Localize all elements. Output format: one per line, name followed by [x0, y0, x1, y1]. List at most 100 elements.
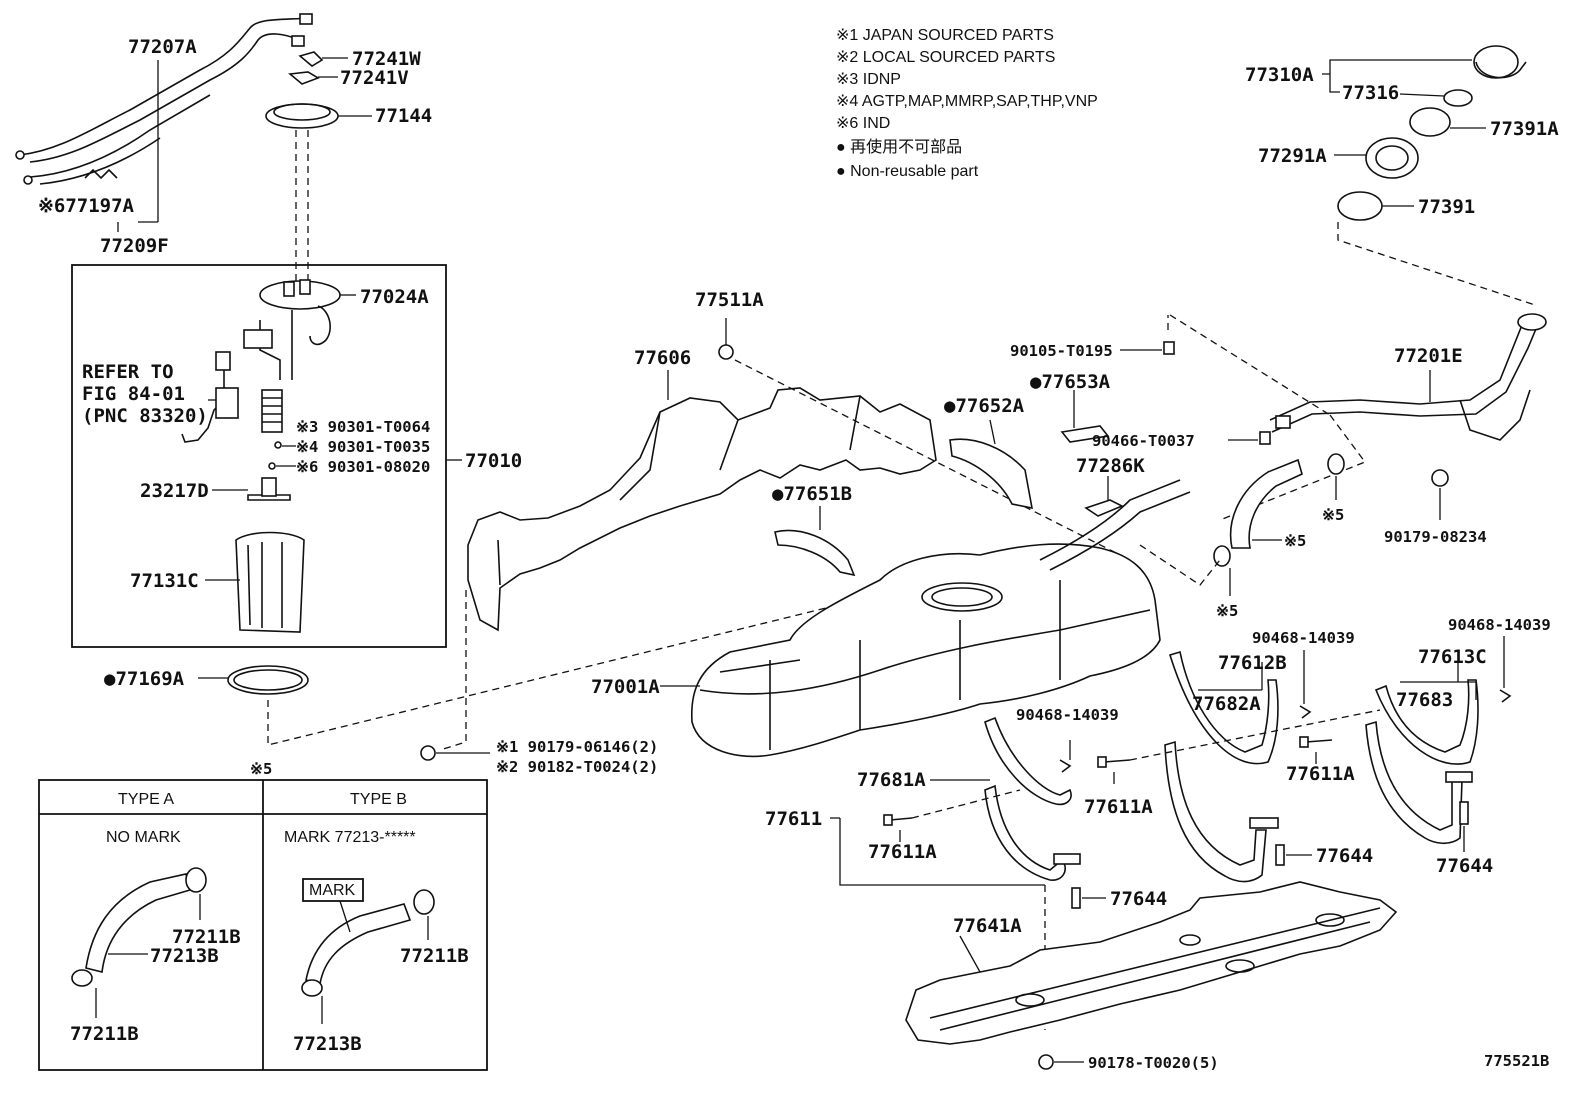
refer-to-line-1: REFER TO: [82, 361, 174, 383]
label-a-77211B-bottom: 77211B: [70, 1023, 139, 1045]
bolt-77644-b-icon: [1275, 844, 1285, 866]
bolt-77611A-c-icon: [1305, 739, 1333, 743]
strap-77681A-lower-icon: [984, 784, 1066, 881]
label-b-77211B: 77211B: [400, 945, 469, 967]
legend-note-6: ※6 IND: [836, 115, 890, 132]
legend-note-4: ※4 AGTP,MAP,MMRP,SAP,THP,VNP: [836, 93, 1098, 110]
label-77644-b: 77644: [1316, 845, 1373, 867]
filler-pipe-77201E-icon: [1269, 319, 1525, 421]
mark-tag-label: MARK: [309, 882, 356, 899]
label-77001A: 77001A: [591, 676, 660, 698]
legend-nonreusable-jp: ● 再使用不可部品: [836, 138, 962, 156]
label-77611: 77611: [765, 808, 822, 830]
label-77241W: 77241W: [352, 48, 421, 70]
label-77010: 77010: [465, 450, 522, 472]
label-90301-08020: ※6 90301-08020: [296, 458, 430, 476]
label-77652A: ●77652A: [944, 395, 1025, 417]
label-23217D: 23217D: [140, 480, 209, 502]
cotter-pin-90468-c-icon: [1499, 689, 1512, 703]
label-77209F: 77209F: [100, 235, 169, 257]
clamp-77211B-type-a-top-icon: [185, 867, 207, 893]
label-90301-T0035: ※4 90301-T0035: [296, 438, 430, 456]
clip-77241W-icon: [298, 51, 324, 67]
label-77169A: ●77169A: [104, 668, 185, 690]
note-5-d: ※5: [250, 760, 272, 778]
clip-90179-08234-icon: [1431, 469, 1449, 487]
type-a-note: NO MARK: [106, 829, 181, 846]
label-77511A: 77511A: [695, 289, 764, 311]
type-b-header: TYPE B: [350, 791, 407, 808]
label-77316: 77316: [1342, 82, 1399, 104]
label-77291A: 77291A: [1258, 145, 1327, 167]
bolt-77611A-a-icon: [889, 817, 913, 821]
label-77310A: 77310A: [1245, 64, 1314, 86]
strap-bracket-icon: [1445, 771, 1473, 783]
strap-77613C-lower-icon: [1365, 720, 1463, 845]
label-90178-T0020: 90178-T0020(5): [1088, 1054, 1219, 1072]
o-ring-icon: [268, 462, 276, 470]
label-77024A: 77024A: [360, 286, 429, 308]
hose-77213B-type-b-icon: [305, 903, 412, 986]
bolt-90178-T0020-icon: [1038, 1054, 1054, 1070]
note-5-c: ※5: [1216, 602, 1238, 620]
breather-hose-icon: [1229, 458, 1303, 549]
clamp-type-b-bottom-icon: [301, 979, 323, 997]
label-77611A-b: 77611A: [1084, 796, 1153, 818]
label-77653A: ●77653A: [1030, 371, 1111, 393]
bolt-77644-c-icon: [1459, 801, 1469, 825]
label-77644-a: 77644: [1110, 888, 1167, 910]
clamp-77286K-icon: [1084, 499, 1124, 517]
nut-90179-06146-icon: [420, 745, 436, 761]
heat-insulator-77652A-icon: [949, 438, 1034, 510]
pad-77653A-icon: [1060, 425, 1110, 443]
label-77131C: 77131C: [130, 570, 199, 592]
legend-note-1: ※1 JAPAN SOURCED PARTS: [836, 27, 1054, 44]
strap-77681A-upper-icon: [984, 716, 1072, 806]
fuel-filter-icon: [261, 389, 283, 433]
strap-77612B-upper-icon: [1168, 650, 1279, 765]
label-77391: 77391: [1418, 196, 1475, 218]
filler-neck-77291A-icon: [1365, 137, 1419, 179]
label-77644-c: 77644: [1436, 855, 1493, 877]
label-90468-c: 90468-14039: [1448, 616, 1551, 634]
strap-77613C-upper-icon: [1374, 679, 1479, 765]
label-90105-T0195: 90105-T0195: [1010, 342, 1113, 360]
legend: ※1 JAPAN SOURCED PARTS ※2 LOCAL SOURCED …: [836, 27, 1098, 180]
fuel-pump-assembly-box: [71, 264, 447, 648]
label-b-77213B: 77213B: [293, 1033, 362, 1055]
type-b-note: MARK 77213-*****: [284, 829, 416, 846]
label-77207A: 77207A: [128, 36, 197, 58]
heat-insulator-77651B-icon: [774, 529, 856, 577]
type-a-header: TYPE A: [118, 791, 174, 808]
clip-77511A-icon: [718, 344, 734, 360]
clamp-77211B-type-b-icon: [413, 889, 435, 915]
note-5-b: ※5: [1284, 532, 1306, 550]
label-77611A-c: 77611A: [1286, 763, 1355, 785]
fuel-tank-77001A-icon: [690, 543, 1161, 758]
strap-77612B-lower-icon: [1164, 740, 1267, 883]
legend-nonreusable-en: ● Non-reusable part: [836, 163, 979, 180]
label-90468-a: 90468-14039: [1016, 706, 1119, 724]
label-90179-08234: 90179-08234: [1384, 528, 1487, 546]
hose-clamp-icon: [1213, 545, 1231, 567]
note-5-a: ※5: [1322, 506, 1344, 524]
label-90301-T0064: ※3 90301-T0064: [296, 418, 430, 436]
label-90179-06146: ※1 90179-06146(2): [496, 738, 658, 756]
legend-note-2: ※2 LOCAL SOURCED PARTS: [836, 49, 1055, 66]
label-77681A: 77681A: [857, 769, 926, 791]
line-connector-icon: [299, 13, 313, 25]
bolt-90105-T0195-icon: [1163, 341, 1175, 355]
strap-bracket-icon: [1053, 853, 1081, 865]
label-77682A: 77682A: [1192, 693, 1261, 715]
fuel-cap-77310A-icon: [1473, 45, 1519, 79]
bolt-77644-a-icon: [1071, 887, 1081, 909]
label-77641A: 77641A: [953, 915, 1022, 937]
fuel-line-77207A: [15, 13, 313, 185]
figure-number: 775521B: [1484, 1052, 1549, 1070]
label-77201E: 77201E: [1394, 345, 1463, 367]
label-77612B: 77612B: [1218, 652, 1287, 674]
clip-77197A-icon: [84, 168, 118, 180]
legend-note-3: ※3 IDNP: [836, 71, 901, 88]
clamp-90466-T0037-icon: [1259, 431, 1271, 445]
pump-cup-77131C-icon: [235, 531, 305, 633]
